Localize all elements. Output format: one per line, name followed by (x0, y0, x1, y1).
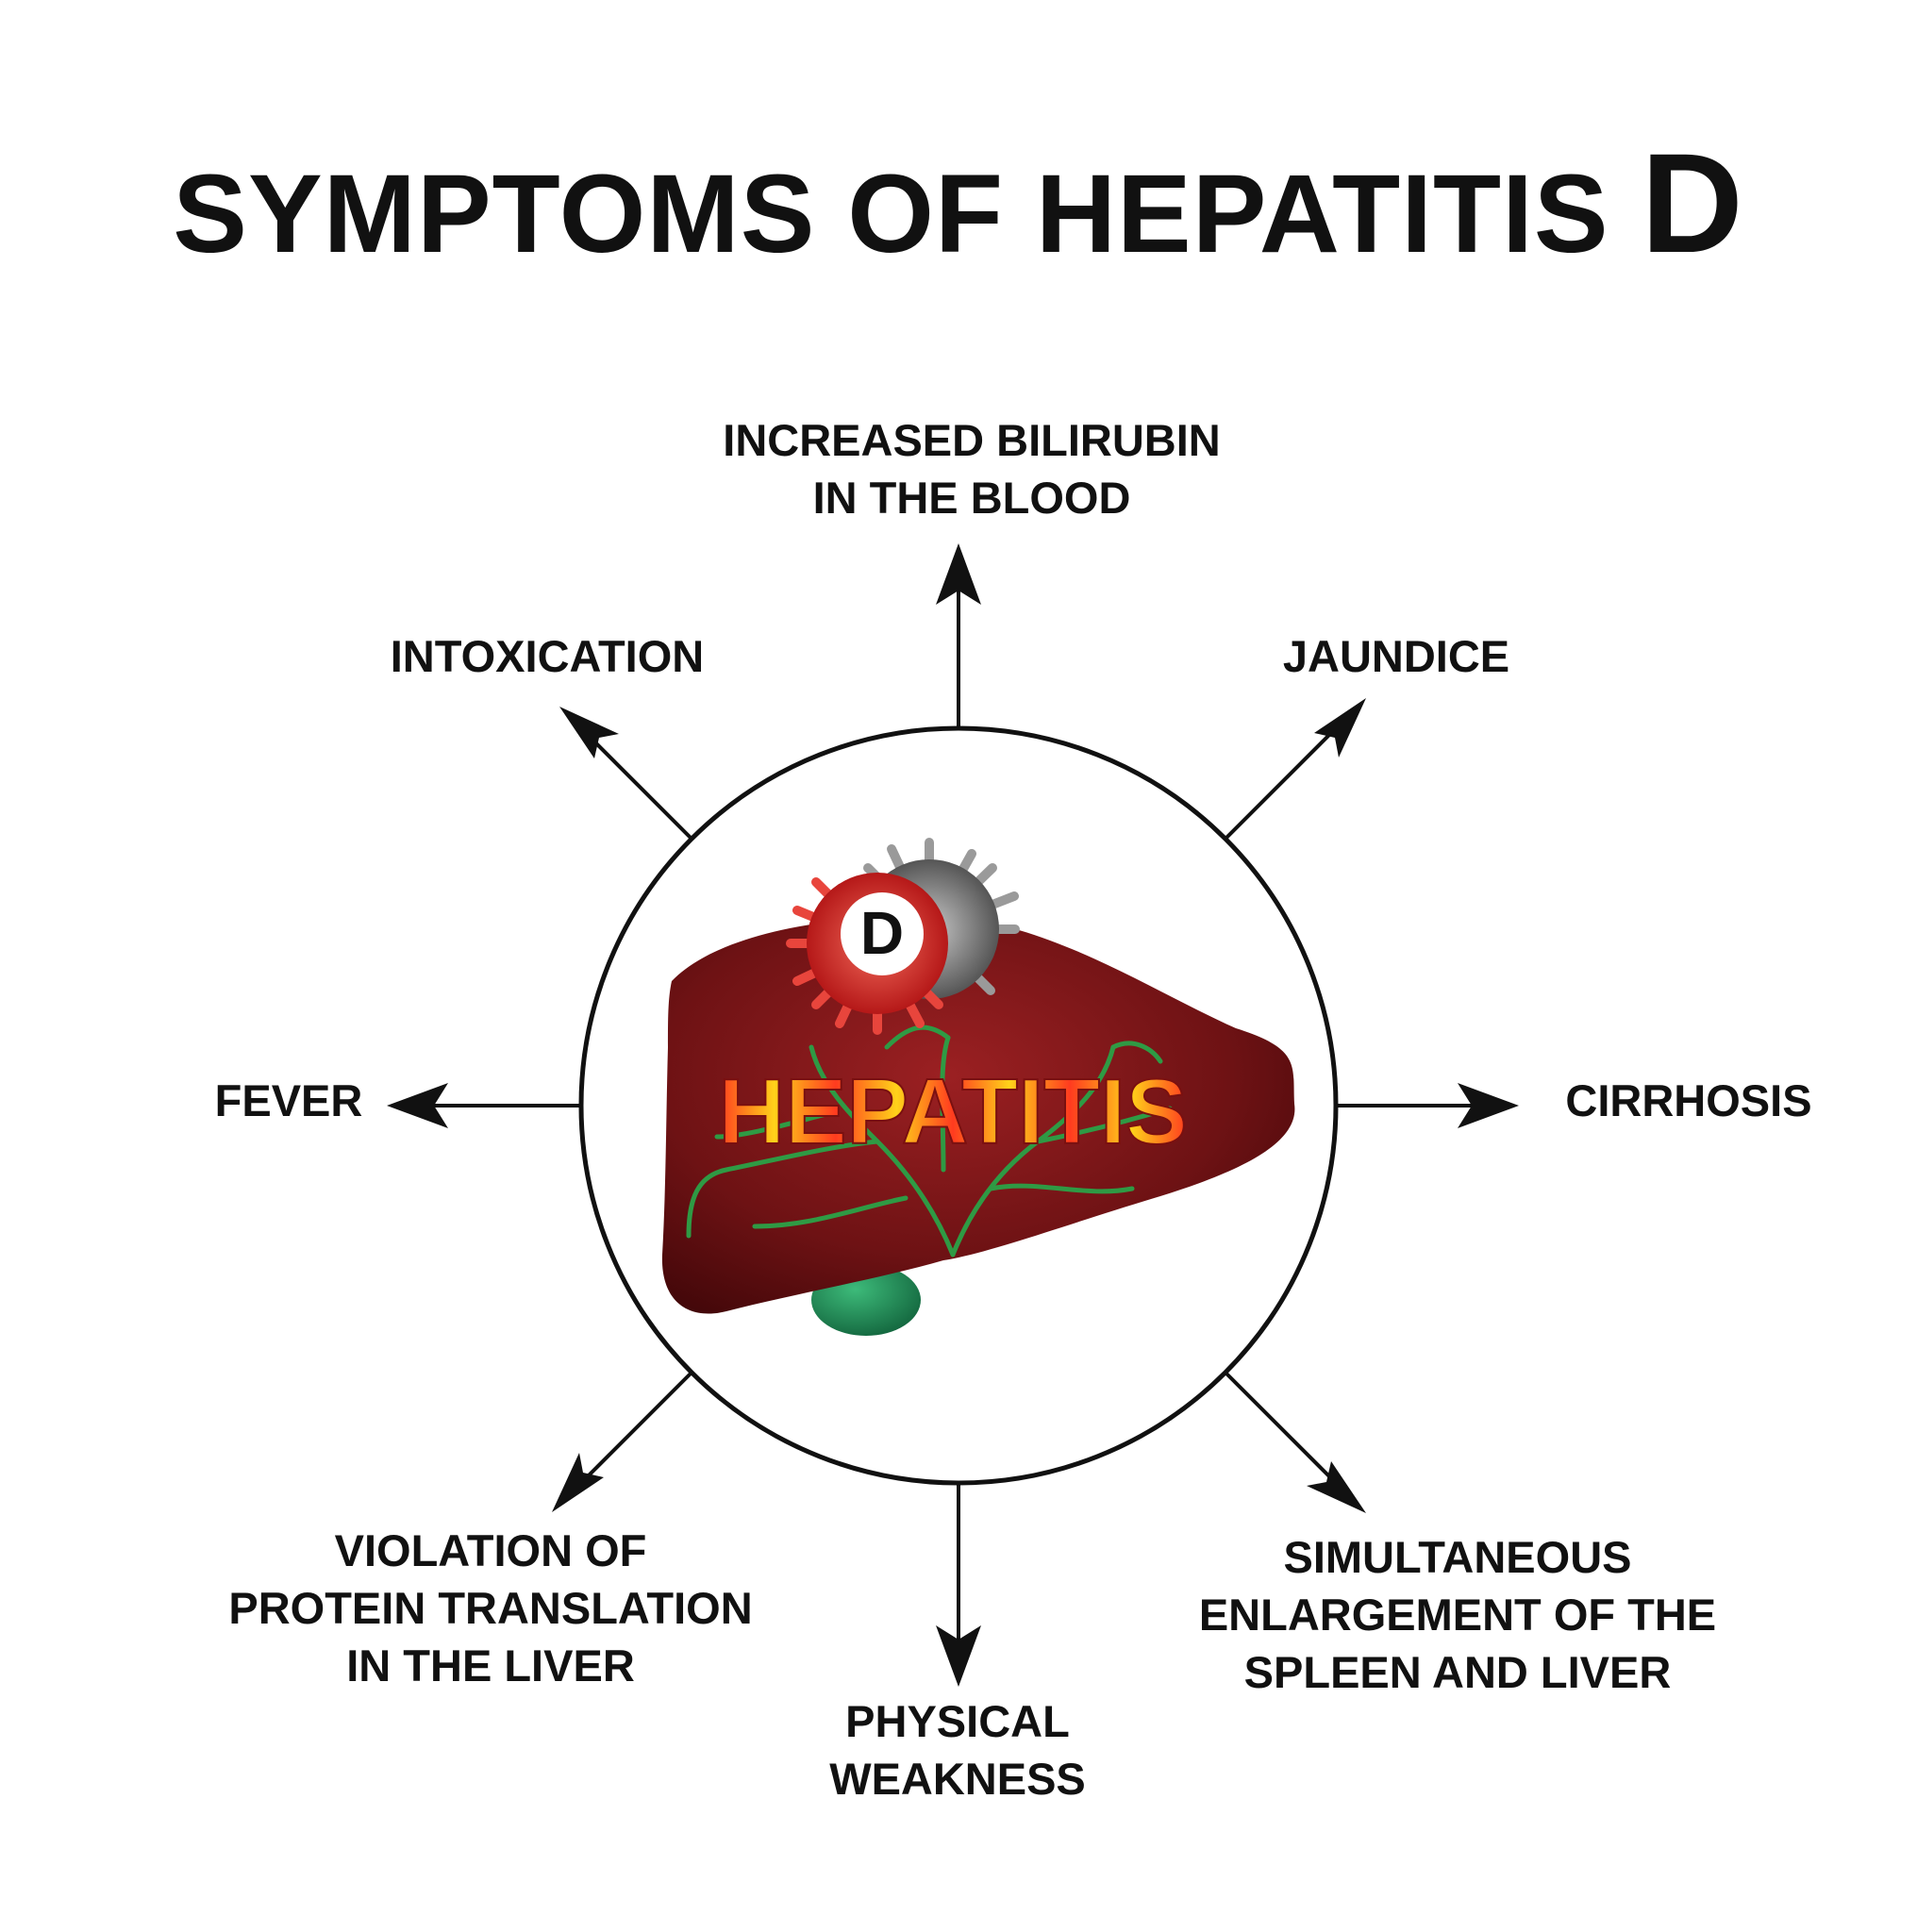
symptom-bottom-right-line1: SIMULTANEOUS (1283, 1532, 1632, 1582)
arrowhead-top (936, 543, 981, 605)
arrow-top-right (1224, 724, 1340, 841)
arrowhead-left (387, 1083, 448, 1128)
symptom-left: FEVER (194, 1072, 383, 1129)
symptom-bottom-left-line3: IN THE LIVER (346, 1641, 635, 1690)
symptom-top-right: JAUNDICE (1255, 627, 1538, 685)
symptom-right-line1: CIRRHOSIS (1565, 1075, 1812, 1125)
symptom-bottom-left-line1: VIOLATION OF (334, 1525, 647, 1575)
arrow-bottom-left (578, 1371, 693, 1486)
liver-icon (661, 916, 1295, 1314)
symptom-bottom-line1: PHYSICAL (845, 1696, 1070, 1746)
symptom-top-right-line1: JAUNDICE (1282, 631, 1510, 681)
virus-icon: D (786, 838, 1020, 1035)
symptom-bottom-left-line2: PROTEIN TRANSLATION (228, 1583, 753, 1633)
arrowhead-group (387, 543, 1519, 1687)
arrowhead-bottom-left (552, 1453, 604, 1512)
arrowhead-top-right (1314, 698, 1366, 758)
organ-label: HEPATITIS (718, 1059, 1187, 1163)
virus-badge (841, 892, 924, 975)
symptom-bottom-right-line2: ENLARGEMENT OF THE (1198, 1590, 1717, 1640)
symptom-top-line1: INCREASED BILIRUBIN (723, 415, 1221, 465)
arrowhead-bottom-right (1307, 1461, 1366, 1513)
bile-ducts-icon (686, 1024, 1173, 1257)
arrow-group (415, 566, 1491, 1660)
symptom-bottom: PHYSICAL WEAKNESS (802, 1692, 1113, 1807)
symptom-bottom-right-line3: SPLEEN AND LIVER (1243, 1647, 1672, 1697)
symptom-right: CIRRHOSIS (1538, 1072, 1840, 1129)
arrow-bottom-right (1224, 1371, 1343, 1491)
symptom-top-line2: IN THE BLOOD (812, 473, 1131, 523)
symptom-bottom-line2: WEAKNESS (829, 1754, 1086, 1804)
arrowhead-right (1458, 1083, 1519, 1128)
virus-badge-letter: D (860, 899, 904, 967)
arrowhead-bottom (936, 1625, 981, 1687)
arrowhead-top-left (559, 707, 619, 758)
symptom-top: INCREASED BILIRUBIN IN THE BLOOD (642, 411, 1302, 526)
arrow-top-left (578, 725, 693, 841)
symptom-top-left-line1: INTOXICATION (390, 631, 705, 681)
symptom-bottom-left: VIOLATION OF PROTEIN TRANSLATION IN THE … (208, 1522, 774, 1694)
title-main: SYMPTOMS OF HEPATITIS (173, 152, 1609, 276)
title-letter: D (1641, 124, 1744, 282)
page-title: SYMPTOMS OF HEPATITIS D (0, 132, 1917, 274)
symptom-top-left: INTOXICATION (358, 627, 736, 685)
symptom-bottom-right: SIMULTANEOUS ENLARGEMENT OF THE SPLEEN A… (1179, 1528, 1736, 1701)
symptom-left-line1: FEVER (214, 1075, 363, 1125)
